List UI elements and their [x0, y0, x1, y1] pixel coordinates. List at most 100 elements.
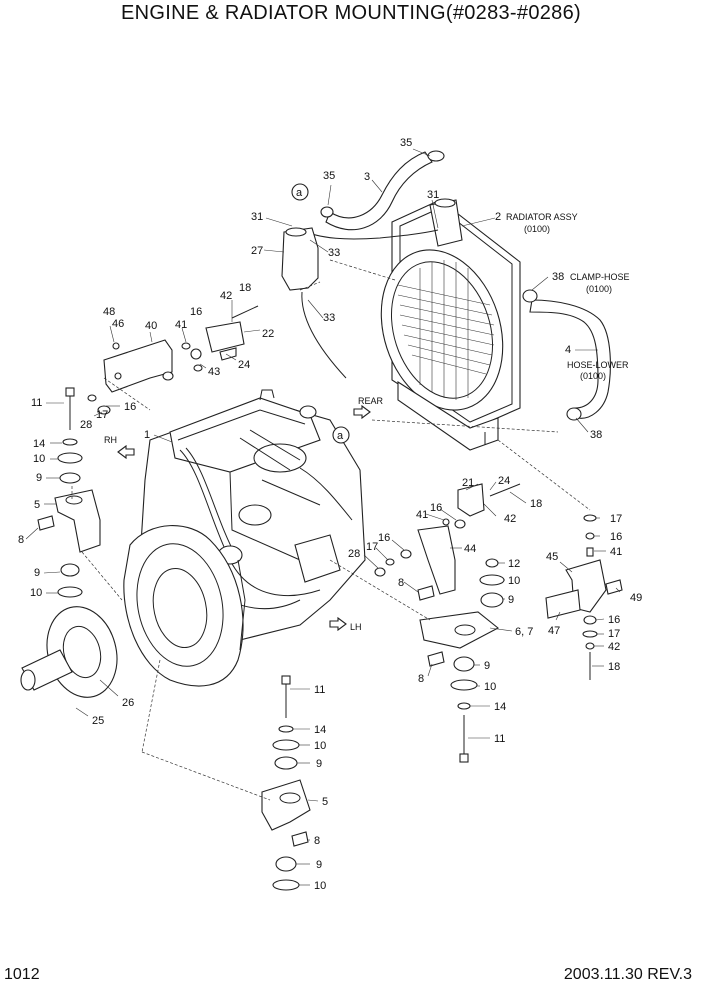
callout-3: 3: [364, 171, 370, 183]
callout-43: 43: [208, 366, 220, 378]
callout-6-7: 6, 7: [515, 626, 533, 638]
callout-5b: 5: [322, 796, 328, 808]
assembly-lines: [71, 259, 591, 801]
far-right-stack: [545, 514, 623, 680]
callout-45: 45: [546, 551, 558, 563]
revision-date: 2003.11.30 REV.3: [563, 966, 692, 983]
callout-24a: 24: [238, 359, 250, 371]
page-number: 1012: [4, 966, 40, 983]
drain-tube: [301, 291, 347, 379]
hose-code: (0100): [580, 371, 606, 381]
radiator-code: (0100): [524, 224, 550, 234]
callout-28a: 28: [80, 419, 92, 431]
callout-33b: 33: [323, 312, 335, 324]
callout-labels: 35 35 3 31 31 2 RADIATOR ASSY (0100) 27 …: [18, 137, 642, 892]
page-title: ENGINE & RADIATOR MOUNTING(#0283-#0286): [121, 2, 581, 24]
overflow-tube: [295, 227, 439, 240]
callout-16a: 16: [190, 306, 202, 318]
clamp-hose-label: CLAMP-HOSE: [570, 272, 630, 282]
hose-lower-label: HOSE-LOWER: [567, 360, 629, 370]
callout-9d: 9: [484, 660, 490, 672]
callout-10d: 10: [484, 681, 496, 693]
lh-arrow: [329, 616, 347, 632]
callout-2: 2: [495, 211, 501, 223]
callout-41a: 41: [175, 319, 187, 331]
callout-11c: 11: [314, 684, 325, 696]
upper-hose: [320, 150, 445, 231]
callout-18b: 18: [530, 498, 542, 510]
left-upper-bracket: [87, 305, 259, 415]
callout-9c: 9: [508, 594, 514, 606]
callout-40: 40: [145, 320, 157, 332]
callout-38a: 38: [552, 271, 564, 283]
callout-16e: 16: [610, 531, 622, 543]
callout-9f: 9: [316, 859, 322, 871]
callout-17c: 17: [610, 513, 622, 525]
reference-a-top-text: a: [296, 187, 303, 199]
callout-28b: 28: [348, 548, 360, 560]
callout-42b: 42: [504, 513, 516, 525]
callout-16c: 16: [430, 502, 442, 514]
callout-44: 44: [464, 543, 476, 555]
leader-lines: [25, 148, 621, 886]
center-mount-stack: [261, 675, 311, 891]
callout-14a: 14: [33, 438, 45, 450]
reserve-tank: [281, 227, 319, 291]
radiator-assy-label: RADIATOR ASSY: [506, 212, 578, 222]
callout-1: 1: [144, 429, 150, 441]
callout-10c: 10: [508, 575, 520, 587]
callout-17b: 17: [366, 541, 378, 553]
callout-49: 49: [630, 592, 642, 604]
callout-8d: 8: [314, 835, 320, 847]
callout-9b: 9: [34, 567, 40, 579]
callout-11a: 11: [31, 397, 42, 409]
rear-label: REAR: [358, 396, 384, 406]
callout-38b: 38: [590, 429, 602, 441]
clamp-code: (0100): [586, 284, 612, 294]
callout-14b: 14: [494, 701, 506, 713]
callout-33a: 33: [328, 247, 340, 259]
callout-16b: 16: [124, 401, 136, 413]
callout-10a: 10: [33, 453, 45, 465]
callout-47: 47: [548, 625, 560, 637]
reference-a-engine: a: [332, 426, 350, 444]
callout-16f: 16: [608, 614, 620, 626]
callout-41b: 41: [416, 509, 428, 521]
callout-42c: 42: [608, 641, 620, 653]
callout-21: 21: [462, 477, 474, 489]
reference-a-top: a: [291, 183, 309, 201]
callout-26: 26: [122, 697, 134, 709]
callout-41c: 41: [610, 546, 622, 558]
callout-16d: 16: [378, 532, 390, 544]
callout-31b: 31: [251, 211, 263, 223]
callout-11b: 11: [494, 733, 505, 745]
callout-9e: 9: [316, 758, 322, 770]
callout-10b: 10: [30, 587, 42, 599]
callout-12: 12: [508, 558, 520, 570]
flywheel-housing: [123, 525, 246, 687]
right-mount-stack: [374, 483, 521, 763]
callout-35b: 35: [323, 170, 335, 182]
callout-17d: 17: [608, 628, 620, 640]
lh-label: LH: [350, 622, 362, 632]
radiator-assembly: [380, 198, 521, 451]
rh-arrow: [117, 444, 135, 460]
coupling-disc: [20, 606, 118, 698]
callout-10e: 10: [314, 740, 326, 752]
callout-18c: 18: [608, 661, 620, 673]
callout-8b: 8: [398, 577, 404, 589]
rh-label: RH: [104, 435, 117, 445]
left-mount-stack: [37, 387, 101, 598]
callout-14c: 14: [314, 724, 326, 736]
callout-18a: 18: [239, 282, 251, 294]
callout-31a: 31: [427, 189, 439, 201]
callout-25: 25: [92, 715, 104, 727]
callout-24b: 24: [498, 475, 510, 487]
callout-10f: 10: [314, 880, 326, 892]
rear-arrow: [353, 404, 371, 420]
callout-17a: 17: [96, 409, 108, 421]
reference-a-engine-text: a: [337, 430, 344, 442]
callout-5a: 5: [34, 499, 40, 511]
callout-22: 22: [262, 328, 274, 340]
